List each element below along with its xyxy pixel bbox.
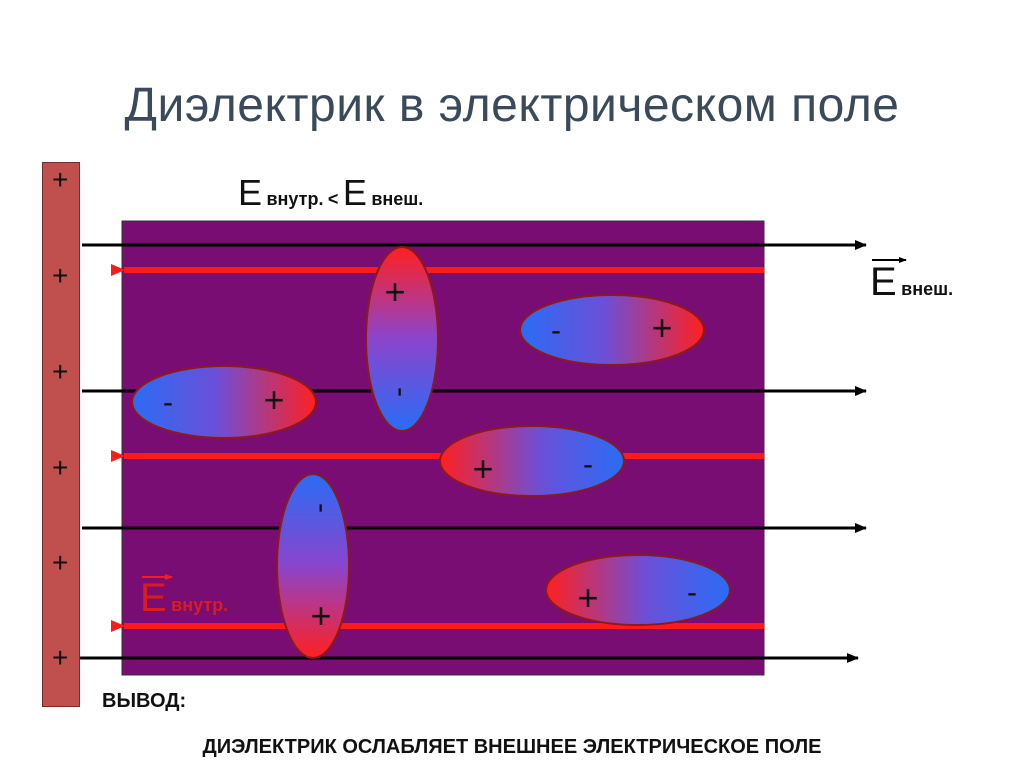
dipole-horizontal-bottom-right: + - [545,554,731,626]
conclusion-text: ДИЭЛЕКТРИК ОСЛАБЛЯЕТ ВНЕШНЕЕ ЭЛЕКТРИЧЕСК… [202,736,822,758]
page-title: Диэлектрик в электрическом поле [124,79,900,132]
conclusion-heading: ВЫВОД: [102,690,187,712]
plate-charge: + [52,164,69,195]
external-field-label: E внеш. [870,260,953,305]
internal-field-symbol: E [140,576,167,620]
plate-charge: + [52,642,69,673]
dipole-sign: + [577,577,598,618]
dipole-sign: + [651,307,672,348]
dipole-vertical-top: + - [365,246,439,432]
dipole-sign: + [263,379,284,420]
relation-e1: E [238,172,263,213]
plate-charge: + [52,452,69,483]
internal-field-label: E внутр. [140,576,228,621]
relation-operator: < [327,189,339,209]
dipole-horizontal-left: - + [131,365,317,439]
external-field-symbol: E [870,260,897,304]
dipole-sign: + [384,271,405,312]
dipole-sign: - [687,576,697,609]
plate-charge: + [52,547,69,578]
plate-charge: + [52,260,69,291]
dipole-horizontal-center: + - [439,425,625,497]
dipole-sign: + [472,448,493,489]
field-relation-label: E внутр. < E внеш. [238,172,423,214]
charged-plate [42,162,80,707]
dipole-horizontal-top-right: - + [519,294,705,366]
dipole-sign: - [306,503,339,513]
relation-sub2: внеш. [371,189,424,209]
dipole-sign: - [583,448,593,481]
plate-charge: + [52,356,69,387]
dipole-sign: - [385,387,418,397]
internal-field-subscript: внутр. [171,595,229,615]
dipole-sign: - [551,314,561,347]
relation-e2: E [342,172,367,213]
dipole-vertical-bottom: - + [276,473,350,659]
external-field-subscript: внеш. [901,279,954,299]
relation-sub1: внутр. [266,189,324,209]
dipole-sign: + [310,595,331,636]
dipole-sign: - [163,386,173,419]
